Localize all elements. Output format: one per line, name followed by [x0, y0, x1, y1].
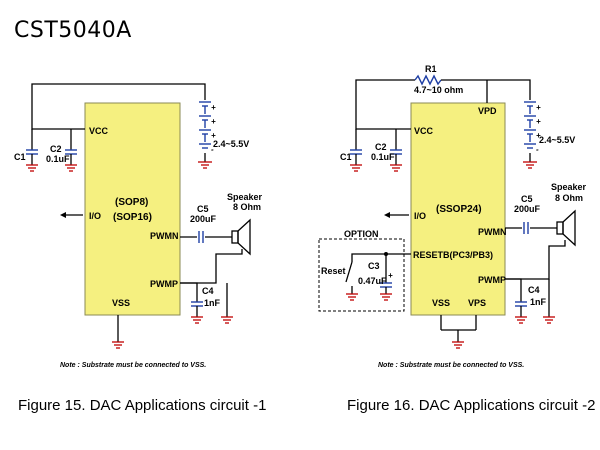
io-arrow [384, 212, 409, 218]
svg-text:+: + [536, 131, 541, 140]
reset-label: Reset [321, 266, 346, 276]
option-box [318, 238, 405, 312]
option-label: OPTION [344, 229, 379, 239]
capacitor-c4 [191, 301, 203, 307]
svg-text:+: + [211, 103, 216, 112]
capacitor-c1 [26, 149, 38, 155]
value-c4: 1nF [204, 298, 221, 308]
figure-16-circuit: VPD VCC I/O PWMN RESETB(PC3/PB3) PWMP VS… [318, 64, 587, 369]
pin-vcc: VCC [89, 126, 109, 136]
supply-voltage: 2.4~5.5V [213, 139, 249, 149]
chip-package-1: (SOP8) [115, 197, 148, 208]
resistor-r1 [414, 74, 442, 86]
label-c3: C3 [368, 261, 380, 271]
supply-voltage: 2.4~5.5V [539, 135, 575, 145]
caption-figure-16: Figure 16. DAC Applications circuit -2 [347, 397, 595, 414]
value-c2: 0.1uF [46, 154, 70, 164]
pin-pwmp: PWMP [150, 279, 178, 289]
value-c5: 200uF [514, 204, 541, 214]
speaker-label: Speaker [551, 182, 587, 192]
chip-sop [84, 102, 181, 316]
caption-figure-15: Figure 15. DAC Applications circuit -1 [18, 397, 266, 414]
value-c3: 0.47uF [358, 276, 387, 286]
pin-vps: VPS [468, 298, 486, 308]
note-substrate: Note : Substrate must be connected to VS… [60, 362, 206, 369]
chip-package: (SSOP24) [436, 204, 482, 215]
capacitor-c5 [523, 222, 529, 234]
value-c2: 0.1uF [371, 152, 395, 162]
svg-text:+: + [536, 117, 541, 126]
figure-15-circuit: VCC I/O PWMN PWMP VSS (SOP8) (SOP16) + +… [14, 83, 263, 369]
pin-pwmp: PWMP [478, 275, 506, 285]
speaker-label: Speaker [227, 192, 263, 202]
label-r1: R1 [425, 64, 437, 74]
value-c5: 200uF [190, 214, 217, 224]
svg-text:+: + [388, 271, 393, 280]
note-substrate: Note : Substrate must be connected to VS… [378, 362, 524, 369]
svg-text:-: - [536, 145, 539, 154]
capacitor-c5 [198, 231, 204, 243]
battery-symbol [199, 101, 211, 149]
pin-vss: VSS [432, 298, 450, 308]
value-r1: 4.7~10 ohm [414, 85, 463, 95]
label-c4: C4 [202, 286, 214, 296]
speaker-icon [231, 218, 251, 256]
reset-switch [345, 261, 353, 294]
label-c5: C5 [521, 194, 533, 204]
label-c4: C4 [528, 285, 540, 295]
pin-vss: VSS [112, 298, 130, 308]
capacitor-c1 [350, 149, 362, 155]
capacitor-c4 [515, 301, 527, 307]
battery-symbol [524, 101, 536, 149]
label-c1: C1 [340, 152, 352, 162]
label-c1: C1 [14, 152, 26, 162]
svg-text:+: + [211, 131, 216, 140]
label-c2: C2 [50, 144, 62, 154]
chip-package-2: (SOP16) [113, 212, 152, 223]
label-c2: C2 [375, 142, 387, 152]
pin-io: I/O [89, 211, 101, 221]
svg-text:+: + [211, 117, 216, 126]
speaker-icon [556, 209, 576, 247]
label-c5: C5 [197, 204, 209, 214]
pin-resetb: RESETB(PC3/PB3) [413, 250, 493, 260]
svg-text:-: - [211, 145, 214, 154]
page-title: CST5040A [14, 18, 132, 43]
pin-pwmn: PWMN [478, 227, 507, 237]
pin-io: I/O [414, 211, 426, 221]
speaker-ohm: 8 Ohm [555, 193, 583, 203]
chip-ssop24 [410, 102, 506, 316]
svg-text:+: + [536, 103, 541, 112]
pin-pwmn: PWMN [150, 231, 179, 241]
pin-vcc: VCC [414, 126, 434, 136]
io-arrow [60, 212, 83, 218]
pin-vpd: VPD [478, 106, 497, 116]
value-c4: 1nF [530, 297, 547, 307]
speaker-ohm: 8 Ohm [233, 202, 261, 212]
